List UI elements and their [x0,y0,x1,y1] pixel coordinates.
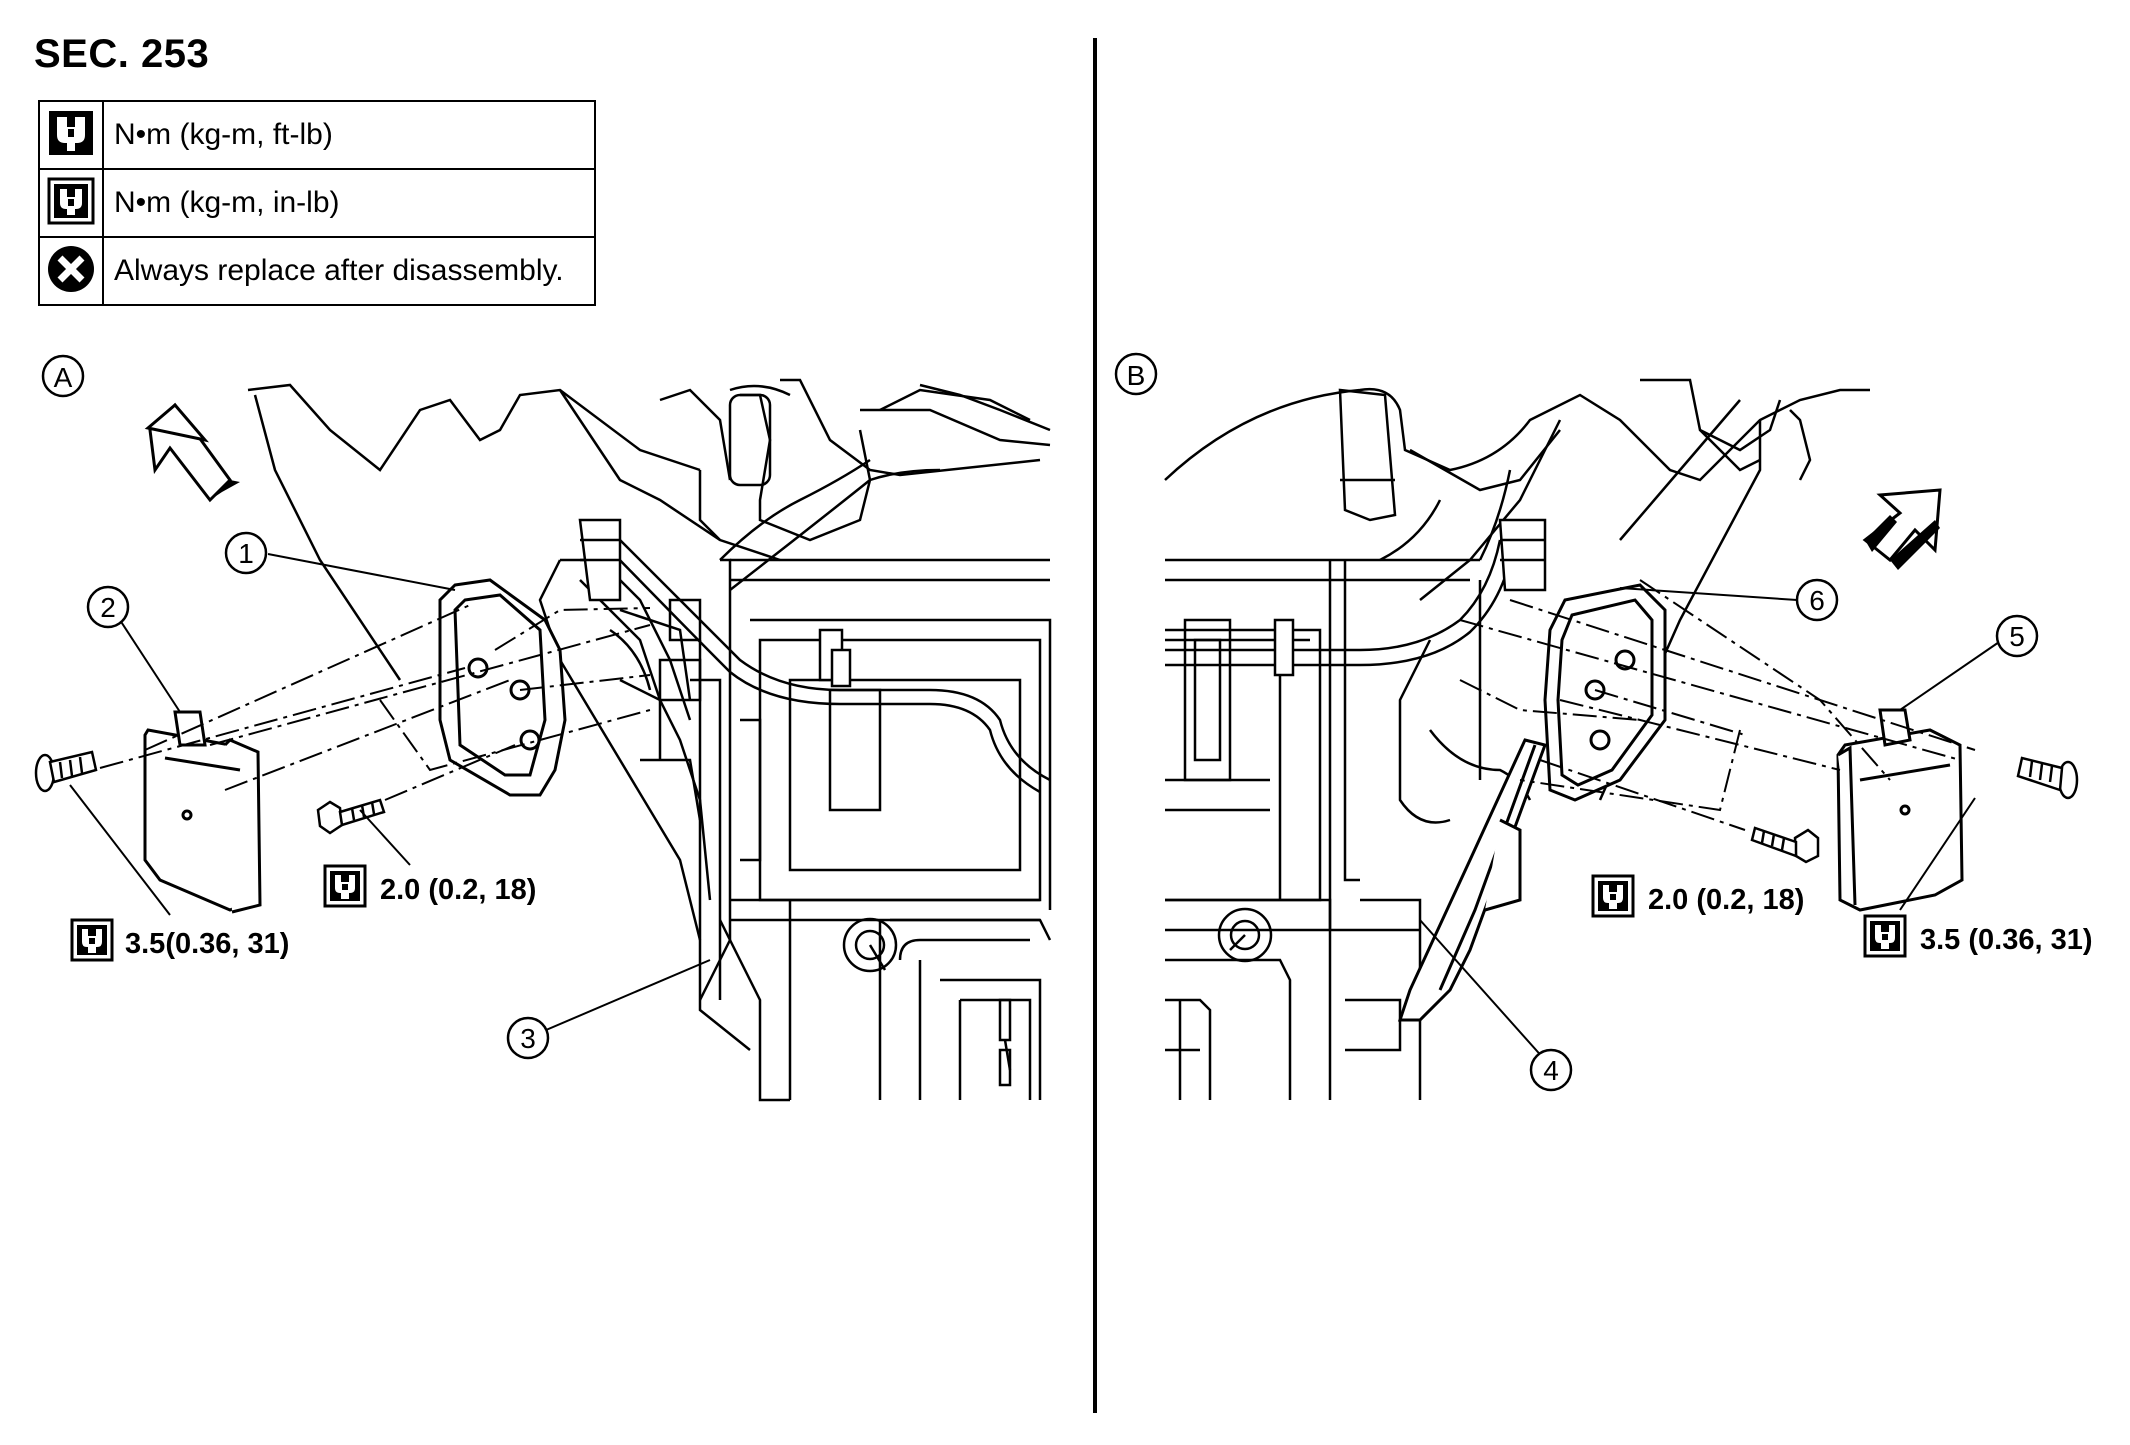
view-divider [1093,38,1097,1413]
view-a-label: A [54,362,73,393]
exploded-guide-lines-a [99,604,651,801]
view-b-label: B [1127,360,1146,391]
view-a-marker [41,354,85,398]
torque-spec-bolt-a: 2.0 (0.2, 18) [323,864,536,908]
callout-2: 2 [86,585,130,629]
side-radar-bracket-a [438,578,567,797]
svg-text:5: 5 [2009,621,2025,652]
bumper-rail-b [1397,738,1547,1022]
view-b: B [1114,352,2093,1100]
callout-6: 6 [1795,578,1839,622]
wiring-harness-b [1165,518,1547,801]
svg-text:2.0 (0.2, 18): 2.0 (0.2, 18) [380,874,536,906]
torque-spec-screw-b: 3.5 (0.36, 31) [1863,914,2093,958]
always-replace-icon [48,245,94,292]
view-a: A [34,354,1052,1102]
torque-wrench-ft-lb-icon [49,110,93,155]
svg-text:3.5(0.36, 31): 3.5(0.36, 31) [125,928,289,960]
callout-5: 5 [1995,614,2039,658]
side-radar-sensor-a [143,710,262,914]
svg-text:2.0 (0.2, 18): 2.0 (0.2, 18) [1648,884,1804,916]
leader-lines-a [69,553,711,1037]
callout-3: 3 [506,1016,550,1060]
callout-1: 1 [224,531,268,575]
legend-row: N•m (kg-m, ft-lb) [38,100,596,170]
section-title: SEC. 253 [34,32,210,76]
torque-spec-bolt-b: 2.0 (0.2, 18) [1591,874,1804,918]
callout-4: 4 [1529,1048,1573,1092]
front-arrow-icon [1862,488,1942,570]
legend-text: Always replace after disassembly. [102,236,596,306]
svg-text:6: 6 [1809,585,1825,616]
bracket-bolt-a [316,798,386,835]
mounting-screw-b [2016,756,2079,800]
legend-row: N•m (kg-m, in-lb) [38,168,596,238]
svg-text:4: 4 [1543,1055,1559,1086]
exploded-guide-lines-b [1459,579,1976,831]
svg-text:3.5 (0.36, 31): 3.5 (0.36, 31) [1920,924,2093,956]
mounting-screw-a [34,750,98,793]
vehicle-body-structure-b [1164,378,1870,1100]
svg-text:2: 2 [100,592,116,623]
wiring-harness-a [578,518,1051,794]
view-b-marker [1114,352,1158,396]
legend-table: N•m (kg-m, ft-lb) N•m (kg-m, in-lb) Alwa… [38,100,596,306]
legend-text: N•m (kg-m, ft-lb) [102,100,596,170]
front-arrow-icon [144,402,240,503]
leader-lines-b [1419,587,2003,1061]
vehicle-body-structure-a [247,378,1052,1102]
legend-row: Always replace after disassembly. [38,236,596,306]
legend-text: N•m (kg-m, in-lb) [102,168,596,238]
bracket-bolt-b [1750,826,1820,864]
svg-text:3: 3 [520,1023,536,1054]
torque-spec-screw-a: 3.5(0.36, 31) [70,918,289,962]
svg-text:1: 1 [238,538,254,569]
torque-wrench-in-lb-icon [47,177,95,224]
